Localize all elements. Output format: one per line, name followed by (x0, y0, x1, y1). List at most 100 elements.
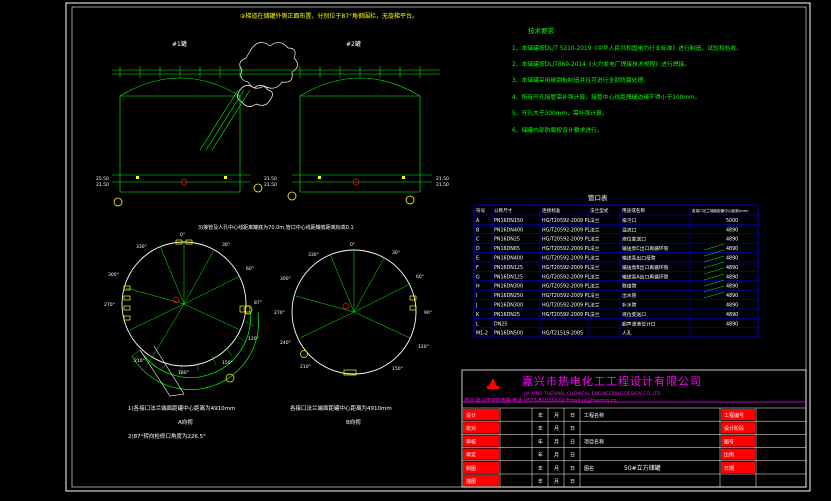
nozzle-table: 管口表 符号公称尺寸连接标准法兰型式用途或名称各接口法兰端面距罐中心距离(mm)… (473, 193, 759, 338)
table-cell: 人孔 (622, 330, 632, 337)
left-plan-label: A向视 (178, 418, 193, 426)
company-name-en: JIA XING THERMAL CHEMICAL ENGINEERING DE… (523, 391, 662, 397)
table-cell: PN16DN25 (494, 237, 520, 243)
top-view-right-label: #2罐 (346, 40, 361, 48)
title-block-date-label: 年 (538, 438, 543, 445)
table-header-cell: 法兰型式 (590, 207, 609, 214)
title-block-date-label: 日 (570, 466, 575, 472)
left-plan-angle-180: 180° (178, 370, 189, 376)
title-block-date-label: 日 (570, 426, 575, 432)
table-cell: 法兰 (590, 226, 600, 233)
table-cell: H (476, 284, 480, 290)
inner-frame (71, 6, 807, 488)
table-cell: 法兰 (590, 302, 600, 309)
table-header-cell: 各接口法兰端面距罐中心距离(mm) (692, 208, 749, 213)
drawing-name: 50#立方储罐 (624, 464, 661, 472)
title-block-date-label: 月 (554, 413, 559, 419)
table-cell: HG/T20592-2009 PL (542, 274, 590, 280)
table-cell: E (476, 256, 479, 262)
title-block-date-label: 日 (570, 453, 575, 459)
title-block-date-label: 年 (538, 412, 543, 419)
table-cell: PN16DN300 (494, 303, 523, 309)
title-block-date-label: 日 (570, 439, 575, 445)
bottom-view-note-right: 各接口法兰端面距罐中心距离为4910mm (290, 404, 392, 412)
right-plan-angle-90: 90° (424, 310, 432, 316)
table-cell: PN16DN400 (494, 227, 523, 233)
title-block-date-label: 月 (554, 466, 559, 472)
table-cell-distance: 4890 (726, 246, 738, 252)
table-cell: 出水管 (622, 292, 637, 299)
title-block-date-label: 日 (570, 413, 575, 419)
top-view-dim-1: 25.50 (96, 176, 109, 182)
title-block-date-label: 年 (538, 478, 543, 485)
table-cell-distance: 5000 (726, 218, 738, 224)
top-view-dim-5: 21.50 (436, 176, 449, 182)
table-cell: 液位变送口 (622, 311, 646, 318)
table-cell: HG/T20592-2009 PL (542, 265, 590, 271)
top-elevation-view: ②梯道在储罐外侧正面布置，分别位于87°角钢围栏，无旋梯平台。 #1罐 #2罐 … (96, 12, 449, 207)
right-plan-angle-60: 60° (416, 274, 424, 280)
top-view-dim-6: 21.50 (436, 182, 449, 188)
table-cell-distance: 4890 (726, 256, 738, 262)
title-block-right-label: 日期 (724, 466, 734, 472)
top-view-dim-3: 21.50 (264, 176, 277, 182)
title-block-date-label: 年 (538, 452, 543, 459)
table-cell: HG/T20592-2009 PL (542, 227, 590, 233)
notes-item-4: 4、所有开孔接管需补强计算，接管中心线距焊缝边缘不得小于100mm。 (512, 93, 700, 101)
table-cell: PN16DN300 (494, 284, 523, 290)
title-block-mid-label: 工程名称 (584, 412, 604, 419)
title-block-date-label: 月 (554, 439, 559, 445)
table-cell: 法兰 (590, 255, 600, 262)
table-cell: 法兰 (590, 236, 600, 243)
table-cell: 法兰 (590, 217, 600, 224)
right-plan-label: B向视 (346, 418, 361, 426)
table-cell: 输送泵B出口再循环管 (622, 264, 669, 271)
table-cell: 溢流口 (622, 226, 637, 233)
table-cell: 排污口 (622, 217, 637, 224)
right-plan-angle-240: 240° (280, 340, 291, 346)
table-header-cell: 符号 (476, 207, 486, 214)
table-cell: I (476, 293, 477, 299)
table-cell-distance: 4890 (726, 312, 738, 318)
left-plan-angle-30: 30° (222, 242, 230, 248)
table-header-cell: 用途或名称 (622, 207, 645, 214)
nozzle-table-title: 管口表 (588, 193, 608, 202)
table-cell: 法兰 (590, 264, 600, 271)
table-cell: 补水管 (622, 302, 637, 309)
table-cell: 输送泵C出口再循环管 (622, 245, 669, 252)
title-block-date-label: 年 (538, 465, 543, 472)
title-block-date-label: 年 (538, 425, 543, 432)
bottom-view-note-left2: 2)87°转向检修口角度为226.5° (128, 432, 206, 440)
table-header-cell: 连接标准 (542, 207, 561, 214)
notes-item-5: 5、开孔大于300mm，需补强计算。 (512, 109, 608, 117)
title-block-left-label: 审核 (466, 438, 476, 445)
bottom-view-note-top: 3)接管及人孔中心线距离罐底为70.0m,管口中心线距罐底距离标高0.1 (198, 224, 354, 231)
table-cell: HG/T20592-2009 PL (542, 312, 590, 318)
title-block-date-label: 月 (554, 426, 559, 432)
table-cell: K (476, 312, 480, 318)
title-block-right-label: 图号 (724, 439, 734, 445)
right-plan-angle-330: 330° (308, 252, 319, 258)
left-plan-angle-210: 210° (134, 358, 145, 364)
table-cell: 超声波液位计口 (622, 320, 656, 327)
table-cell: DN25 (494, 321, 507, 327)
left-plan-angle-120: 120° (248, 336, 259, 342)
table-cell: D (476, 246, 480, 252)
left-plan-angle-87: 87° (254, 300, 262, 306)
table-cell: 法兰 (590, 311, 600, 318)
table-cell: 液位变送口 (622, 236, 646, 243)
title-block-right-label: 工程编号 (724, 412, 744, 419)
top-view-dim-2: 21.50 (96, 182, 109, 188)
left-plan-angle-150: 150° (222, 360, 233, 366)
table-cell: 输送泵A出口再循环管 (622, 273, 669, 280)
left-plan-angle-270: 270° (104, 302, 115, 308)
right-plan-angle-210: 210° (300, 364, 311, 370)
table-cell: 法兰 (590, 292, 600, 299)
title-block-left-label: 审定 (466, 452, 476, 459)
table-cell-distance: 4890 (726, 303, 738, 309)
table-cell: HG/T20592-2009 PL (542, 293, 590, 299)
table-cell: 法兰 (590, 245, 600, 252)
table-cell: J (475, 303, 477, 309)
company-contact: 地址:嘉兴市中环南路 电话:0573-82035XXX Email:jx@the… (464, 397, 617, 404)
